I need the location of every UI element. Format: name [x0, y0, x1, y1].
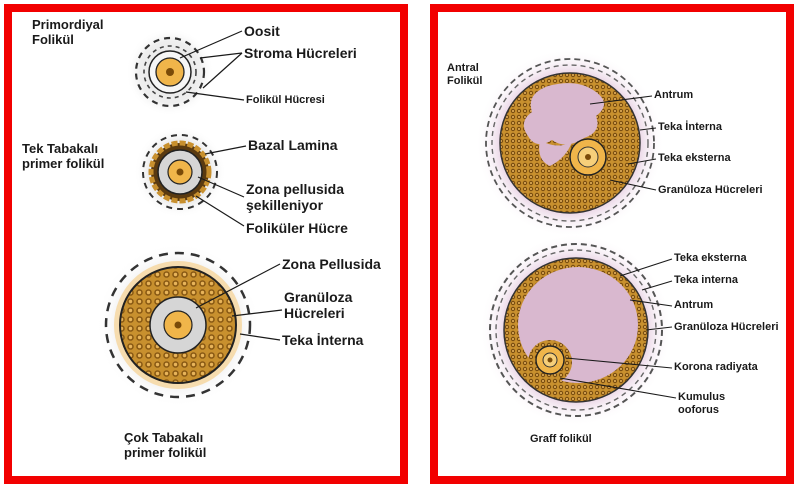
multi-layer-title-line2: primer folikül	[124, 446, 206, 461]
graafian-follicle	[480, 234, 672, 426]
granulosa-line2: Hücreleri	[284, 305, 352, 321]
antral-follicle	[476, 49, 664, 237]
basal-lamina-label: Bazal Lamina	[248, 137, 337, 153]
primordial-follicle	[126, 28, 214, 116]
antral-title-line2: Folikül	[447, 75, 482, 88]
cumulus-label: Kumulus ooforus	[678, 391, 725, 416]
stroma-label: Stroma Hücreleri	[244, 45, 357, 61]
primordial-title: Primordiyal Folikül	[32, 18, 104, 48]
antral-title: Antral Folikül	[447, 62, 482, 87]
cumulus-line2: ooforus	[678, 404, 725, 417]
antral-antrum-label: Antrum	[654, 89, 693, 102]
antral-theca-interna-label: Teka İnterna	[658, 121, 722, 134]
theca-interna-label: Teka İnterna	[282, 332, 363, 348]
multi-layer-title-line1: Çok Tabakalı	[124, 431, 206, 446]
multi-layer-primary-follicle	[96, 243, 260, 407]
zona-pellucida-label: Zona Pellusida	[282, 256, 381, 272]
antral-granulosa-label: Granüloza Hücreleri	[658, 184, 763, 197]
primordial-title-line2: Folikül	[32, 33, 104, 48]
follicle-cell-label: Folikül Hücresi	[246, 94, 325, 107]
single-layer-title: Tek Tabakalı primer folikül	[22, 142, 104, 172]
graff-theca-externa-label: Teka eksterna	[674, 252, 747, 265]
multi-layer-title: Çok Tabakalı primer folikül	[124, 431, 206, 461]
granulosa-line1: Granüloza	[284, 289, 352, 305]
granulosa-label: Granüloza Hücreleri	[284, 289, 352, 321]
cumulus-line1: Kumulus	[678, 391, 725, 404]
antral-theca-externa-label: Teka eksterna	[658, 152, 731, 165]
follicular-cell-label: Foliküler Hücre	[246, 220, 348, 236]
antral-title-line1: Antral	[447, 62, 482, 75]
zona-forming-label: Zona pellusida şekilleniyor	[246, 181, 344, 213]
single-layer-title-line1: Tek Tabakalı	[22, 142, 104, 157]
graff-granulosa-label: Granüloza Hücreleri	[674, 321, 779, 334]
graff-theca-interna-label: Teka interna	[674, 274, 738, 287]
single-layer-primary-follicle	[134, 126, 226, 218]
zona-forming-line1: Zona pellusida	[246, 181, 344, 197]
single-layer-title-line2: primer folikül	[22, 157, 104, 172]
primordial-title-line1: Primordiyal	[32, 18, 104, 33]
zona-forming-line2: şekilleniyor	[246, 197, 344, 213]
graff-title: Graff folikül	[530, 433, 592, 446]
corona-radiata-label: Korona radiyata	[674, 361, 758, 374]
oocyte-label: Oosit	[244, 23, 280, 39]
graff-antrum-label: Antrum	[674, 299, 713, 312]
